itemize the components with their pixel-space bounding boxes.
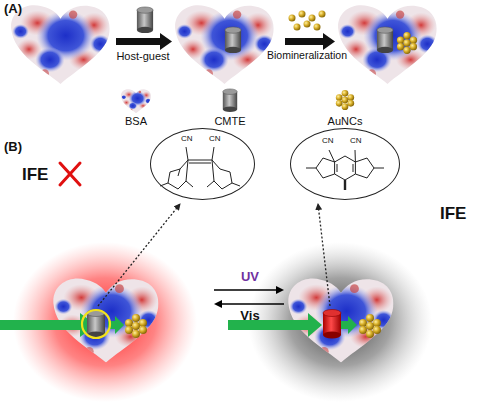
structure-oval: CN CN [150, 128, 255, 200]
step-label: Biomineralization [267, 50, 347, 62]
structure-oval: CN CN [290, 128, 400, 200]
cyano-label: CN [181, 135, 193, 144]
ife-label: IFE [440, 205, 466, 224]
excitation-arrows [0, 313, 357, 337]
uv-label: UV [241, 270, 259, 284]
cyano-label: CN [209, 135, 221, 144]
legend-text: CMTE [214, 115, 245, 127]
panel-label: (A) [4, 2, 22, 16]
gold-ions [289, 11, 326, 31]
vis-label: Vis [240, 309, 259, 323]
ife-label: IFE [22, 166, 48, 185]
process-arrows [116, 7, 335, 50]
step-label: Host-guest [116, 50, 169, 62]
ife-cross [60, 163, 80, 185]
cyano-label: CN [350, 137, 362, 146]
legend-icons [120, 88, 354, 114]
panel-a-proteins [8, 2, 440, 86]
panel-b-proteins [50, 275, 397, 365]
leader-arrows [98, 204, 330, 306]
cyano-label: CN [322, 137, 334, 146]
cmte-in-proteins [82, 310, 381, 339]
legend-text: AuNCs [328, 115, 363, 127]
legend-text: BSA [125, 115, 147, 127]
uv-vis-arrows [214, 290, 284, 304]
closed-dte-structure [306, 150, 384, 190]
panel-label: (B) [4, 140, 22, 154]
open-dte-structure [160, 147, 240, 189]
